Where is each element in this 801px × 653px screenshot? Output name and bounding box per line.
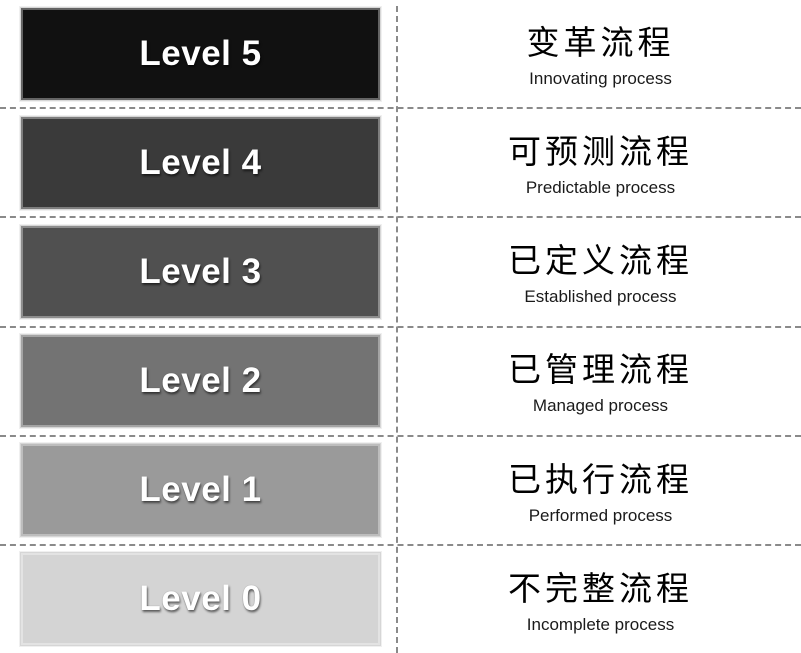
row-level-5-left: Level 5 xyxy=(0,0,400,107)
row-level-1: Level 1 已执行流程 Performed process xyxy=(0,437,801,546)
row-level-4-left: Level 4 xyxy=(0,109,400,216)
level-4-subtitle-en: Predictable process xyxy=(525,178,676,197)
level-2-title-zh: 已管理流程 xyxy=(508,350,693,390)
level-5-box: Level 5 xyxy=(20,6,381,101)
level-3-subtitle-en: Established process xyxy=(524,287,677,307)
level-0-box: Level 0 xyxy=(20,552,381,647)
level-4-box: Level 4 xyxy=(20,115,381,210)
level-4-description: 可预测流程 Predictable process xyxy=(400,109,801,216)
level-5-subtitle-en: Innovating process xyxy=(529,68,672,88)
row-level-0: Level 0 不完整流程 Incomplete process xyxy=(0,546,801,653)
row-level-5: Level 5 变革流程 Innovating process xyxy=(0,0,801,110)
level-3-description: 已定义流程 Established process xyxy=(400,218,801,325)
row-level-0-left: Level 0 xyxy=(0,546,400,653)
level-0-subtitle-en: Incomplete process xyxy=(526,614,675,634)
level-1-box: Level 1 xyxy=(20,443,381,538)
level-2-subtitle-en: Managed process xyxy=(532,396,669,416)
level-2-label: Level 2 xyxy=(139,361,262,401)
level-2-description: 已管理流程 Managed process xyxy=(400,328,801,435)
level-1-title-zh: 已执行流程 xyxy=(508,459,693,499)
level-5-label: Level 5 xyxy=(139,33,262,73)
level-0-description: 不完整流程 Incomplete process xyxy=(400,546,801,653)
level-0-title-zh: 不完整流程 xyxy=(508,568,693,608)
level-5-title-zh: 变革流程 xyxy=(526,22,675,62)
row-level-1-left: Level 1 xyxy=(0,437,400,544)
row-level-3: Level 3 已定义流程 Established process xyxy=(0,218,801,328)
level-3-label: Level 3 xyxy=(139,251,262,291)
level-5-description: 变革流程 Innovating process xyxy=(400,0,801,107)
level-3-title-zh: 已定义流程 xyxy=(508,241,693,281)
row-level-4: Level 4 可预测流程 Predictable process xyxy=(0,109,801,219)
level-3-box: Level 3 xyxy=(20,224,381,319)
level-1-subtitle-en: Performed process xyxy=(528,505,673,525)
level-4-title-zh: 可预测流程 xyxy=(508,132,693,172)
row-level-2-left: Level 2 xyxy=(0,328,400,435)
row-level-2: Level 2 已管理流程 Managed process xyxy=(0,328,801,437)
vertical-dashed-divider xyxy=(396,6,398,653)
level-0-label: Level 0 xyxy=(139,579,262,619)
level-1-label: Level 1 xyxy=(139,470,262,510)
level-4-label: Level 4 xyxy=(139,142,262,182)
row-level-3-left: Level 3 xyxy=(0,218,400,325)
level-1-description: 已执行流程 Performed process xyxy=(400,437,801,544)
level-2-box: Level 2 xyxy=(20,334,381,429)
